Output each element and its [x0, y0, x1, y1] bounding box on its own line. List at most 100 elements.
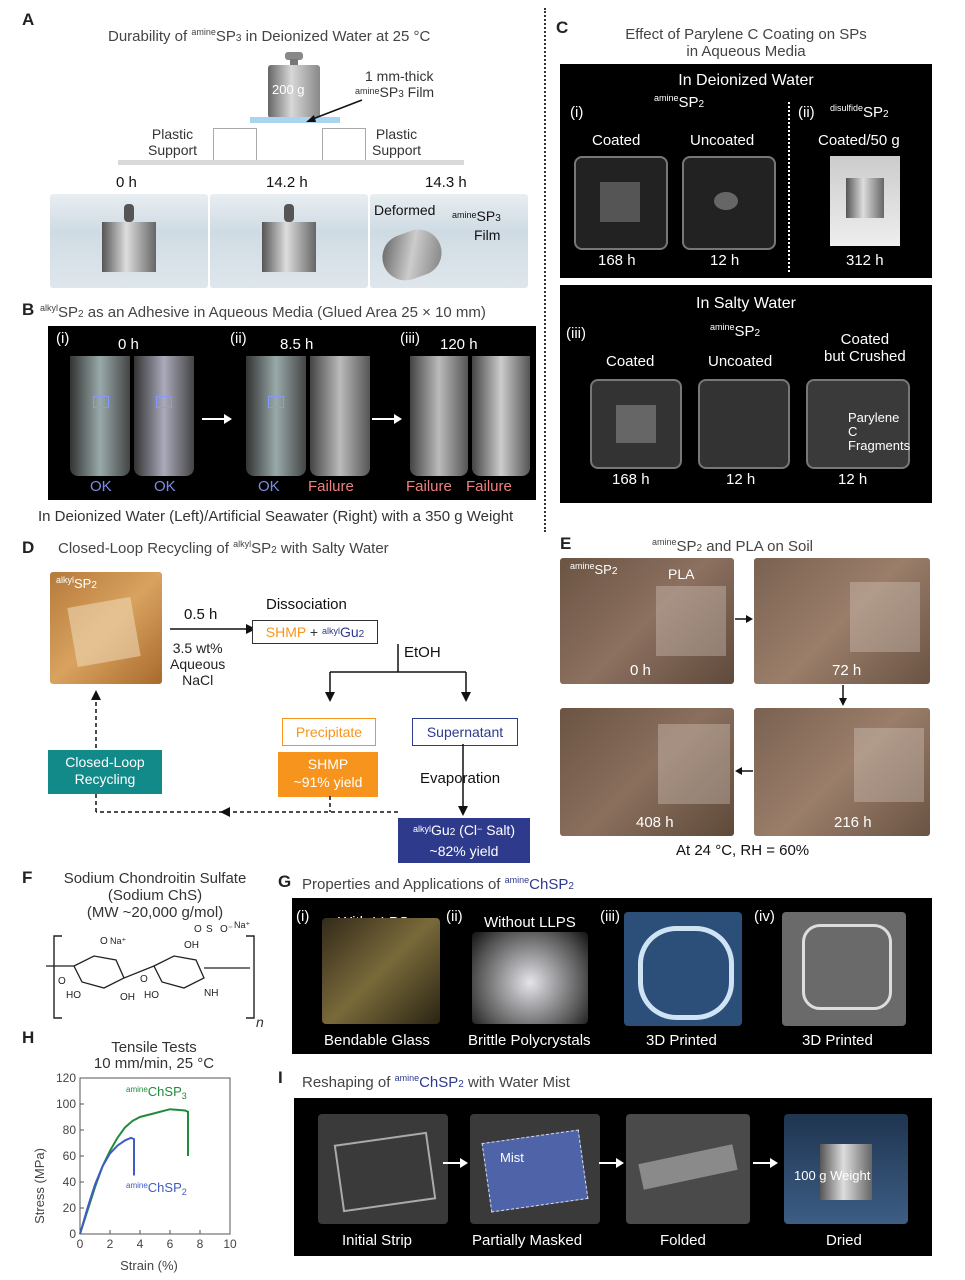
mist-label: Mist	[500, 1150, 524, 1165]
panel-f-letter: F	[22, 868, 33, 887]
status-left: OK	[258, 478, 280, 495]
film-label: 1 mm-thick amineSP3 Film	[355, 68, 435, 100]
svg-text:OH: OH	[120, 992, 135, 1003]
chondroitin-structure: O Na⁺ OH O S O⁻ Na⁺ O HO OH O HO NH	[46, 920, 255, 1019]
3d-printed-figure-photo	[782, 912, 906, 1026]
time-label: 216 h	[834, 814, 872, 831]
durability-photo-14-3h: Deformed amineSP3 Film	[370, 194, 528, 288]
x-tick-label: 4	[137, 1237, 144, 1251]
x-tick-label: 6	[167, 1237, 174, 1251]
panel-e-title: amineSP2 and PLA on Soil	[652, 537, 814, 555]
subpanel-roman: (i)	[570, 104, 584, 121]
svg-text:O: O	[140, 974, 148, 985]
support-base	[118, 160, 464, 165]
uncoated-label: Uncoated	[708, 353, 773, 370]
uncoated-dish	[698, 379, 790, 469]
support-right-box	[322, 128, 366, 162]
alkyl-sp2-photo: alkylSP2	[50, 572, 162, 684]
durability-photo-14-2h	[210, 194, 368, 288]
deionized-water-panel: In Deionized Water (i) amineSP2 Coated U…	[560, 64, 932, 278]
subpanel-roman: (iii)	[400, 330, 420, 347]
deionized-heading: In Deionized Water	[678, 72, 814, 89]
time-label: 312 h	[846, 252, 884, 269]
y-tick-label: 40	[63, 1175, 77, 1189]
step-caption: Dried	[826, 1232, 862, 1249]
y-tick-label: 100	[56, 1097, 76, 1111]
svg-text:O: O	[58, 976, 66, 987]
weight-label: 200 g	[272, 82, 305, 97]
polycrystals-photo	[472, 932, 588, 1024]
disulfide-sp2-label: disulfideSP2	[830, 103, 889, 121]
svg-text:NH: NH	[204, 988, 218, 999]
left-arrow-icon	[735, 767, 753, 775]
time-label: 12 h	[838, 471, 868, 488]
initial-strip-photo	[318, 1114, 448, 1224]
subpanel-roman: (iii)	[600, 908, 620, 925]
subpanel-time: 120 h	[440, 336, 478, 353]
split-arrow	[325, 644, 471, 702]
panel-a-letter: A	[22, 10, 35, 29]
beaker	[70, 356, 130, 476]
dried-weight-photo: 100 g Weight	[784, 1114, 908, 1224]
right-arrow-icon	[599, 1158, 624, 1168]
panel-d-letter: D	[22, 538, 35, 557]
status-right: OK	[154, 478, 176, 495]
time-label: 0 h	[630, 662, 651, 679]
coated-dish	[590, 379, 682, 469]
panel-c-letter: C	[556, 18, 569, 37]
amine-sp2-label: amineSP2	[710, 322, 761, 340]
subpanel-divider	[788, 102, 790, 272]
bendable-glass-photo	[322, 918, 440, 1024]
time-label: 14.2 h	[266, 174, 308, 191]
glued-area-marker	[93, 396, 109, 408]
masked-strip-photo: Mist	[470, 1114, 600, 1224]
support-left-label: Plastic Support	[148, 126, 198, 158]
right-arrow-icon	[170, 624, 256, 634]
right-arrow-icon	[735, 615, 753, 623]
subpanel-roman: (i)	[296, 908, 310, 925]
reshaping-panel: Initial Strip Mist Partially Masked Fold…	[294, 1098, 932, 1256]
item-caption: Brittle Polycrystals	[468, 1032, 591, 1049]
beaker	[410, 356, 468, 476]
panel-b-letter: B	[22, 300, 35, 319]
supernatant-box: Supernatant	[412, 718, 518, 746]
panel-f-title: Sodium Chondroitin Sulfate(Sodium ChS)(M…	[63, 870, 247, 921]
panel-b-caption: In Deionized Water (Left)/Artificial Sea…	[38, 508, 514, 525]
time-label: 0.5 h	[184, 606, 218, 623]
svg-text:O: O	[100, 936, 108, 947]
beaker	[134, 356, 194, 476]
time-label: 168 h	[598, 252, 636, 269]
applications-panel: (i) With LLPS Bendable Glass (ii) Withou…	[292, 898, 932, 1054]
status-left: Failure	[406, 478, 452, 495]
svg-text:O⁻: O⁻	[220, 924, 233, 935]
folded-strip-photo	[626, 1114, 750, 1224]
llps-label: Without LLPS	[484, 914, 576, 931]
evaporation-label: Evaporation	[420, 770, 501, 787]
weight-illustration: 200 g	[268, 52, 320, 118]
step-caption: Initial Strip	[342, 1232, 413, 1249]
svg-text:HO: HO	[66, 990, 81, 1001]
film-bar	[250, 117, 340, 123]
y-tick-label: 120	[56, 1071, 76, 1085]
time-label: 168 h	[612, 471, 650, 488]
dissociation-label: Dissociation	[266, 596, 347, 613]
uncoated-dish	[682, 156, 776, 250]
salty-water-panel: In Salty Water (iii) amineSP2 Coated Unc…	[560, 285, 932, 503]
panel-h-letter: H	[22, 1028, 35, 1047]
glued-area-marker	[268, 396, 284, 408]
beaker	[246, 356, 306, 476]
x-tick-label: 8	[197, 1237, 204, 1251]
soil-photo-0h: amineSP2 PLA 0 h	[560, 558, 734, 684]
down-arrow-icon	[458, 744, 468, 816]
gu-salt-yield-box: alkylGu2 (Cl− Salt) ~82% yield	[398, 818, 530, 863]
item-caption: 3D Printed	[802, 1032, 873, 1049]
deformed-label: Deformed	[374, 202, 436, 218]
film-pointer-arrow	[306, 99, 363, 122]
support-right-label: Plastic Support	[372, 126, 422, 158]
series-line-amineChSP2	[79, 1136, 135, 1235]
uncoated-label: Uncoated	[690, 132, 755, 149]
panel-i-title: Reshaping of amineChSP2 with Water Mist	[302, 1073, 570, 1091]
